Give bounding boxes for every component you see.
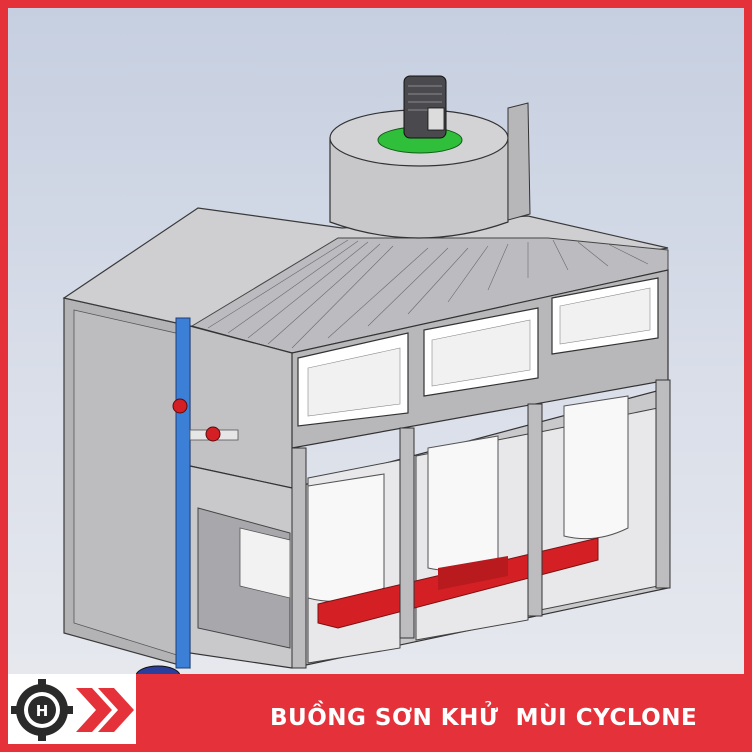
valve-handle-2 (205, 426, 221, 442)
double-chevron-right-icon (76, 688, 134, 732)
cyclone-booth-illustration (62, 75, 671, 674)
machine-render (8, 8, 744, 674)
svg-text:H: H (36, 702, 49, 720)
cyclone-tank-3 (563, 395, 629, 540)
product-caption: BUỒNG SƠN KHỬ MÙI CYCLONE (270, 705, 698, 731)
side-valve-panel (189, 325, 293, 489)
water-pipe (175, 317, 191, 669)
pump-motor (135, 665, 181, 674)
cyclone-tank-2 (427, 435, 499, 571)
cyclone-tank-1 (307, 473, 385, 602)
gear-logo-icon: H (11, 679, 73, 741)
valve-handle-1 (172, 398, 188, 414)
brand-logo-area: H (8, 674, 136, 744)
